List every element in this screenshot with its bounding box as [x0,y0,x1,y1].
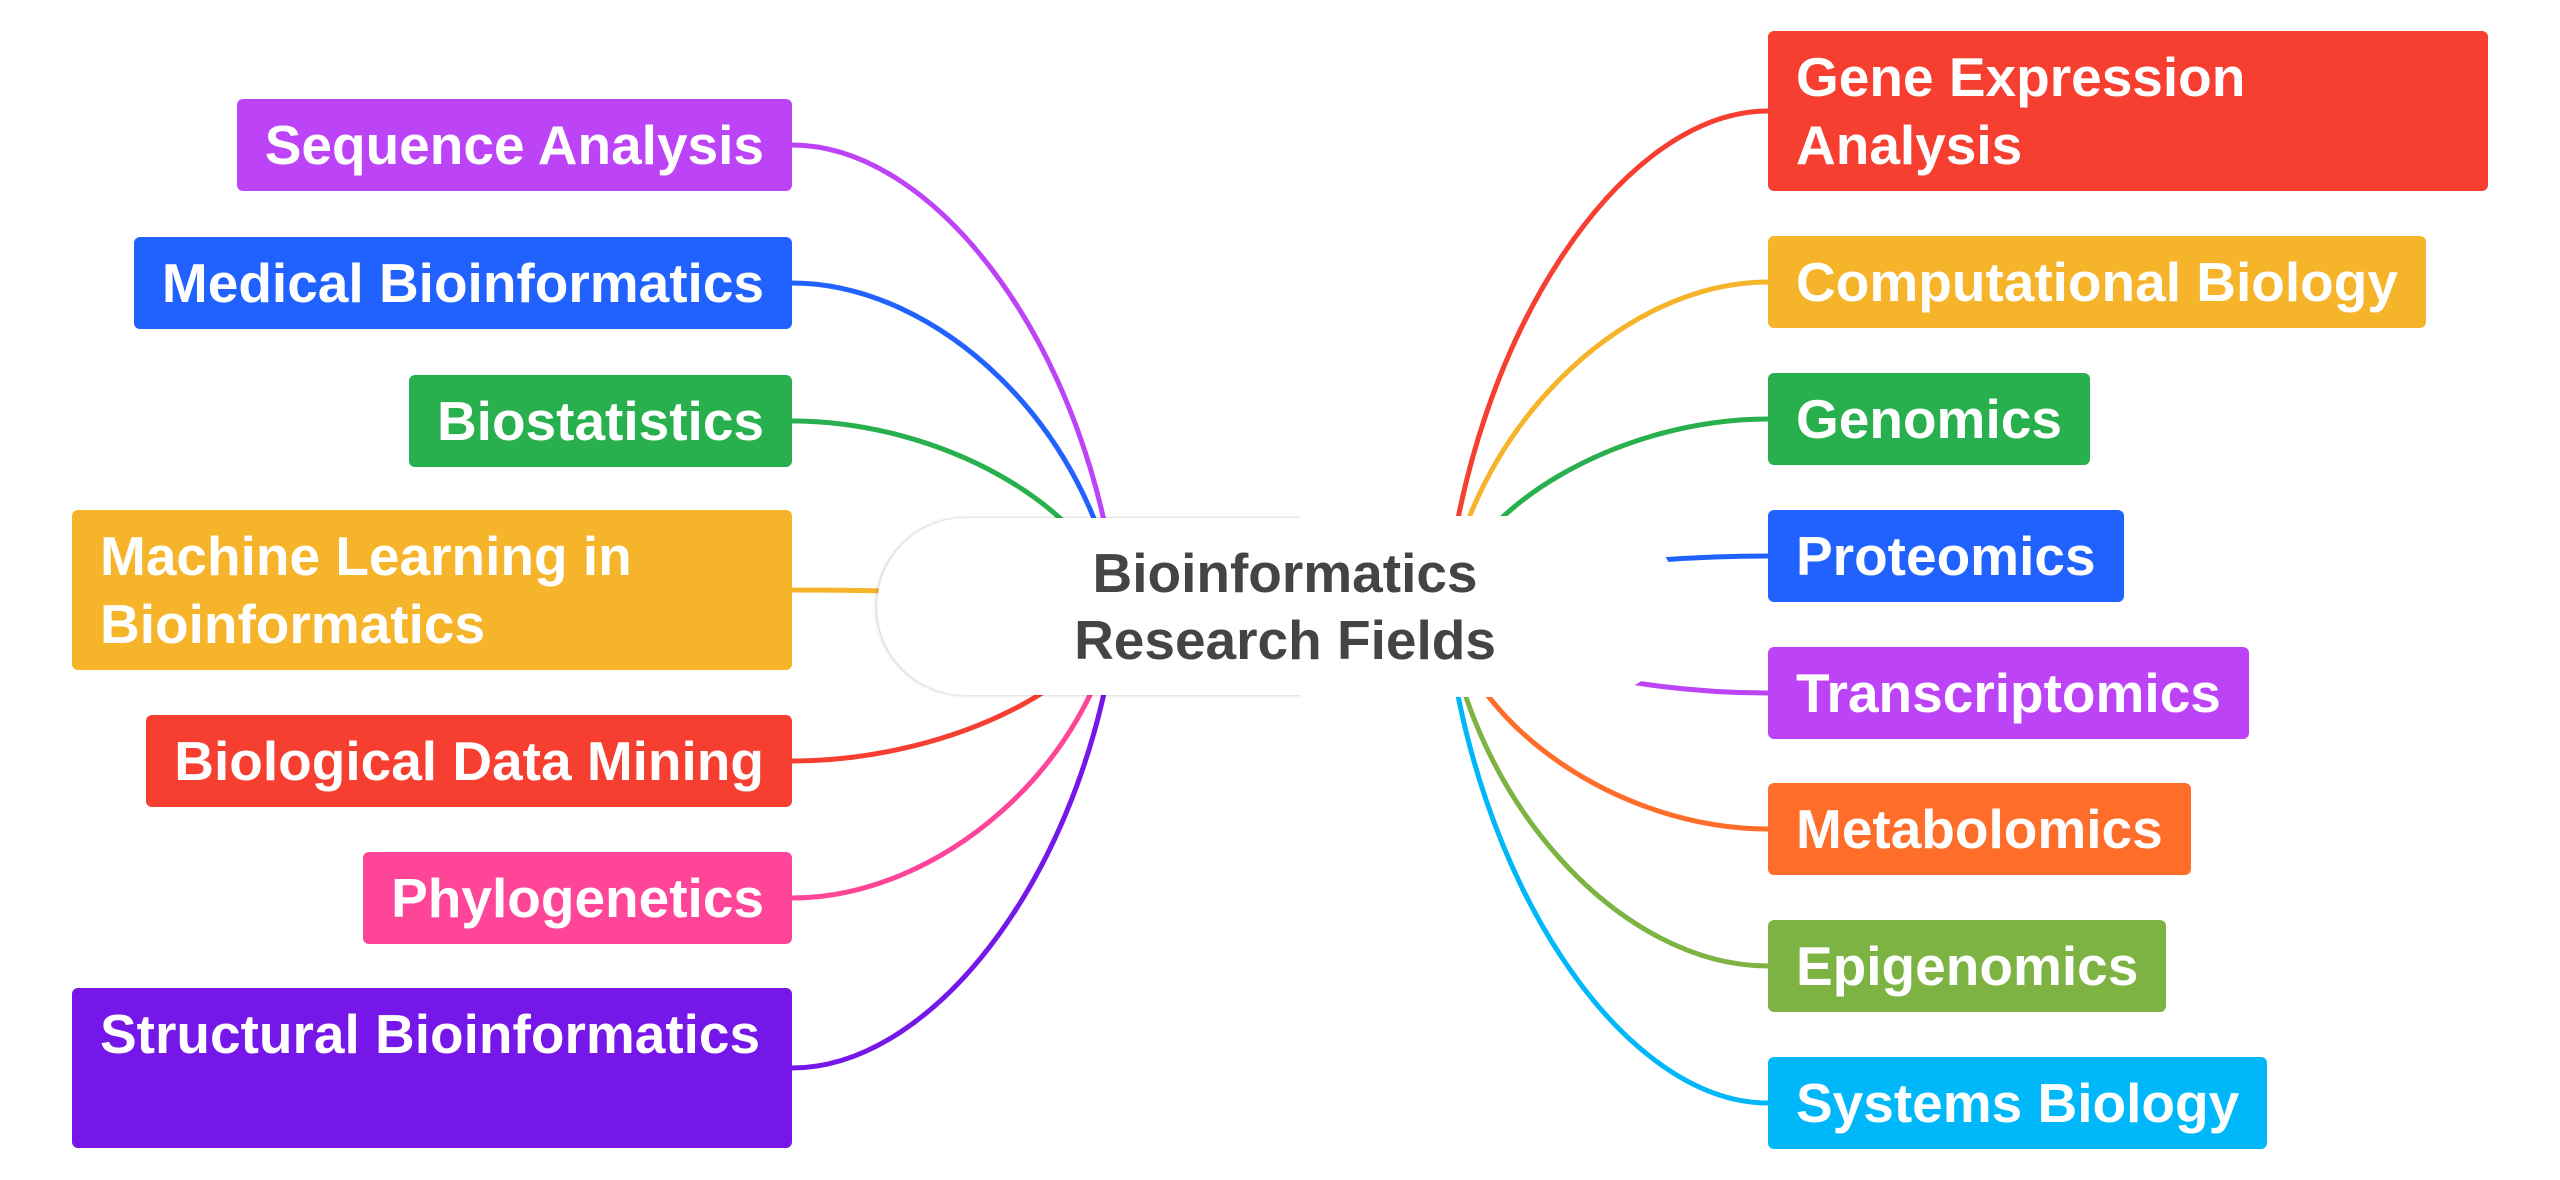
central-topic-mask [1300,516,1680,697]
branch-epigenomics[interactable]: Epigenomics [1768,920,2167,1012]
central-topic-line-1: Bioinformatics [1092,541,1478,604]
branch-biological-data-mining[interactable]: Biological Data Mining [146,715,792,807]
branch-phylogenetics[interactable]: Phylogenetics [363,852,792,944]
branch-metabolomics[interactable]: Metabolomics [1768,783,2191,875]
branch-structural-bioinformatics[interactable]: Structural Bioinformatics [72,988,792,1148]
branch-transcriptomics[interactable]: Transcriptomics [1768,647,2249,739]
branch-machine-learning-in-bioinformatics[interactable]: Machine Learning in Bioinformatics [72,510,792,670]
connector-right-0 [1442,108,1771,610]
branch-sequence-analysis[interactable]: Sequence Analysis [236,99,792,191]
connector-right-7 [1442,604,1771,1106]
branch-medical-bioinformatics[interactable]: Medical Bioinformatics [133,237,792,329]
central-topic[interactable]: Bioinformatics Research Fields [877,518,1693,695]
connector-left-0 [789,142,1121,610]
branch-systems-biology[interactable]: Systems Biology [1768,1057,2268,1149]
central-topic-line-2: Research Fields [1074,608,1496,671]
branch-gene-expression-analysis[interactable]: Gene Expression Analysis [1768,31,2488,191]
branch-genomics[interactable]: Genomics [1768,373,2090,465]
branch-proteomics[interactable]: Proteomics [1768,510,2124,602]
branch-computational-biology[interactable]: Computational Biology [1768,236,2426,328]
branch-biostatistics[interactable]: Biostatistics [408,375,792,467]
connector-left-6 [789,604,1121,1071]
